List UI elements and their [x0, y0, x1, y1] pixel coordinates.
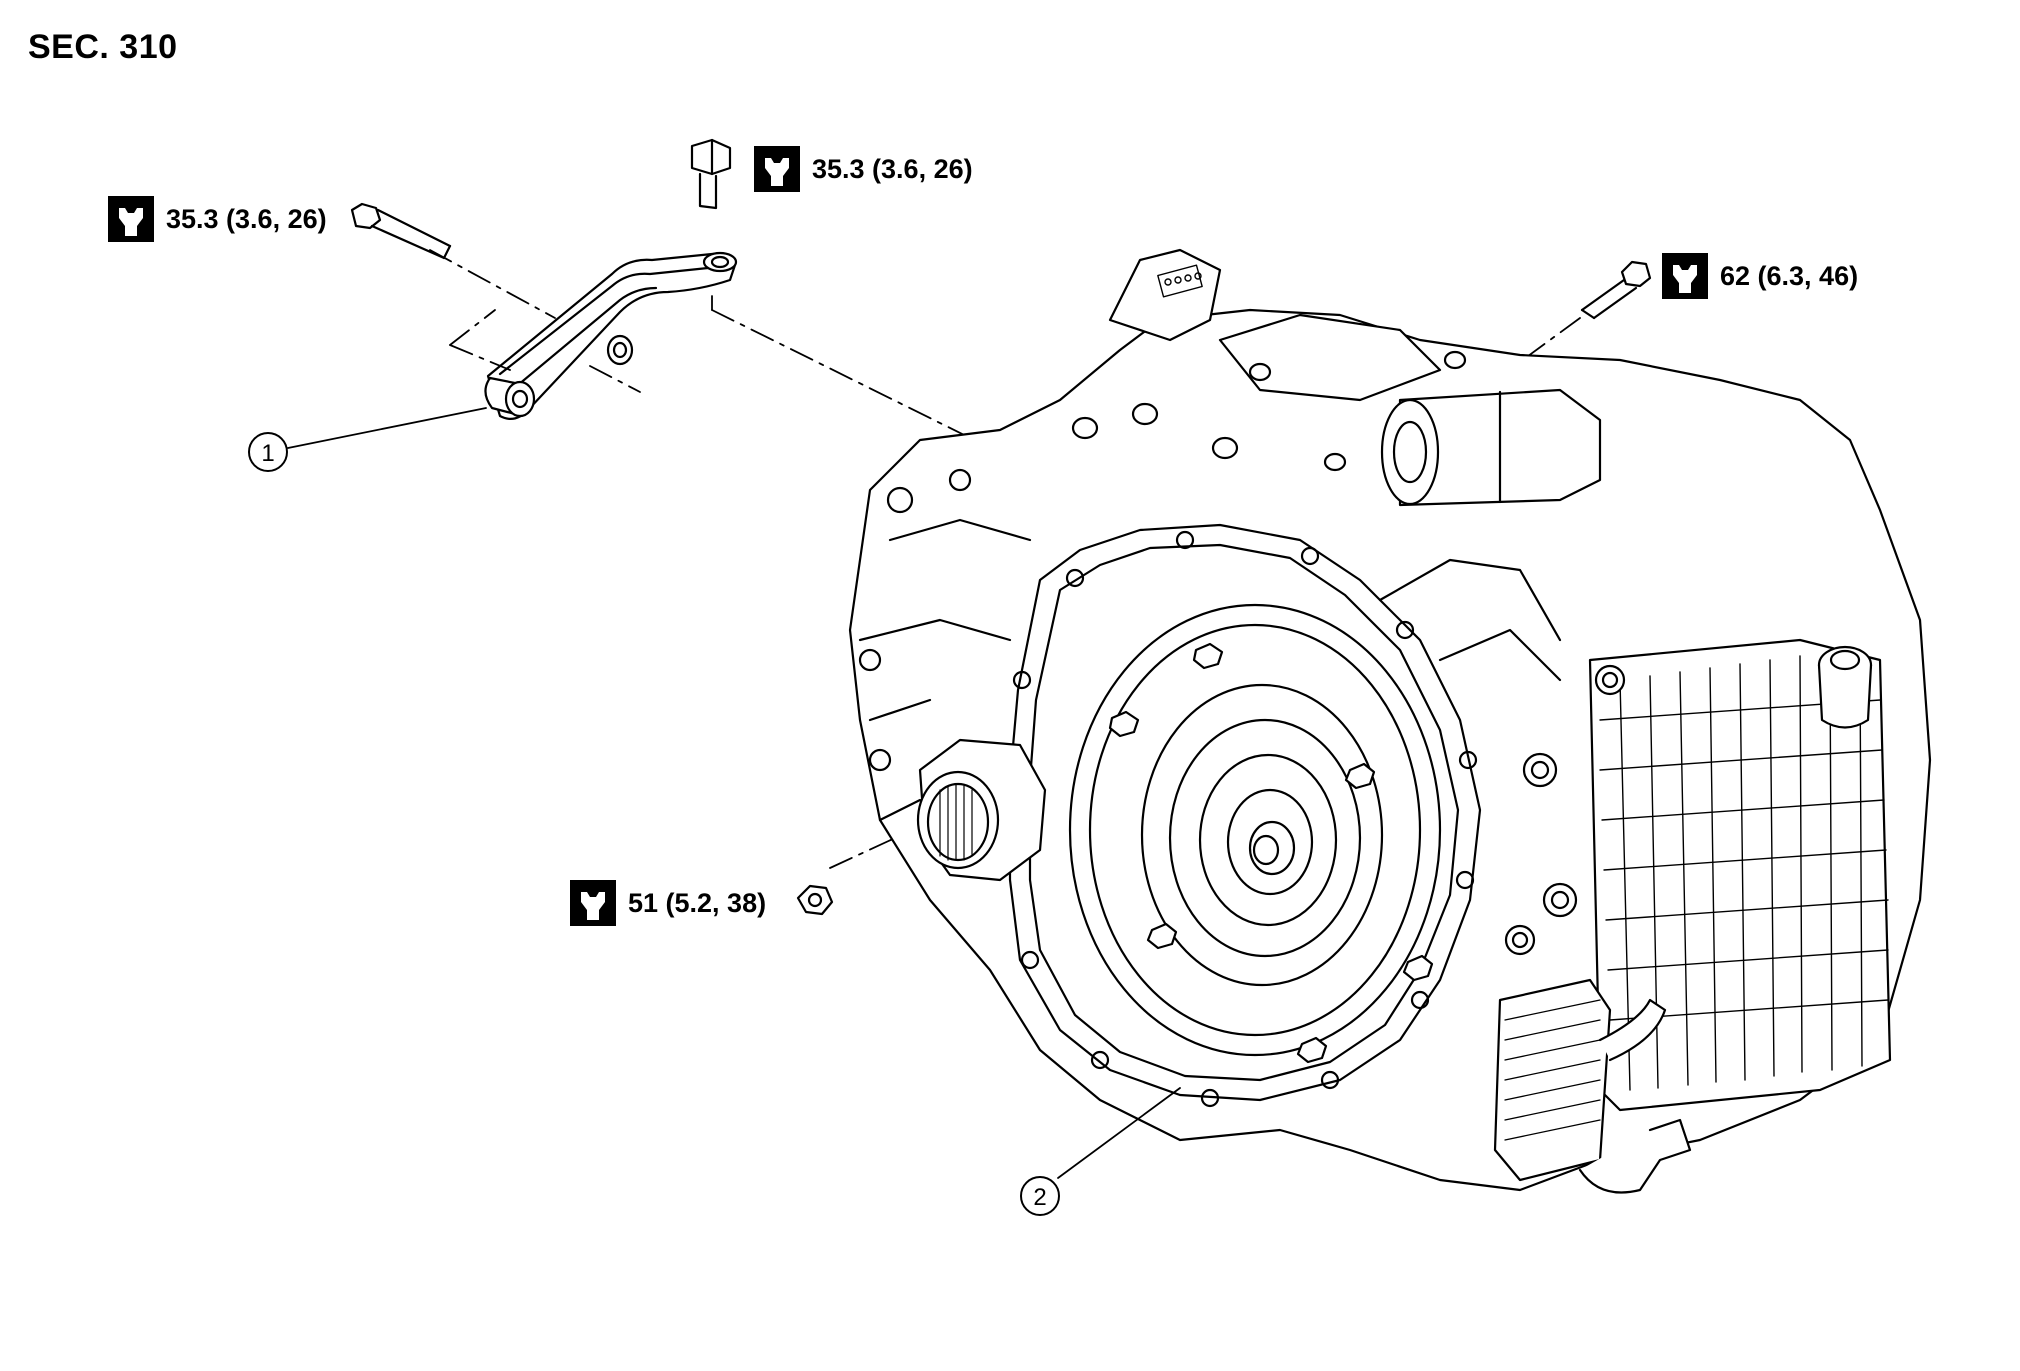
callout-circle-2 — [1020, 1176, 1060, 1216]
torque-wrench-icon — [754, 146, 800, 192]
torque-spec-bracket-bolt-vertical: 35.3 (3.6, 26) — [754, 146, 973, 192]
long-bolt — [350, 202, 452, 260]
callout-number-1: 1 — [261, 440, 274, 467]
torque-wrench-icon — [108, 196, 154, 242]
torque-value: 62 (6.3, 46) — [1720, 260, 1859, 291]
callout-leader-1 — [287, 407, 487, 449]
converter-nut — [796, 884, 834, 916]
torque-wrench-icon — [570, 880, 616, 926]
section-title: SEC. 310 — [28, 28, 178, 66]
callout-circle-1 — [248, 432, 288, 472]
mounting-bracket — [484, 251, 738, 421]
torque-spec-converter-nut: 51 (5.2, 38) — [570, 880, 766, 926]
torque-spec-case-bolt: 62 (6.3, 46) — [1662, 253, 1858, 299]
callout-number-2: 2 — [1033, 1184, 1046, 1211]
case-bolt — [1580, 260, 1652, 320]
callout-leader-2 — [1057, 1087, 1181, 1179]
torque-value: 35.3 (3.6, 26) — [166, 203, 327, 234]
vertical-bolt — [690, 138, 732, 210]
transaxle-assembly — [848, 248, 1932, 1194]
torque-wrench-icon — [1662, 253, 1708, 299]
torque-value: 51 (5.2, 38) — [628, 887, 767, 918]
torque-spec-bracket-bolt-long: 35.3 (3.6, 26) — [108, 196, 327, 242]
torque-value: 35.3 (3.6, 26) — [812, 153, 973, 184]
